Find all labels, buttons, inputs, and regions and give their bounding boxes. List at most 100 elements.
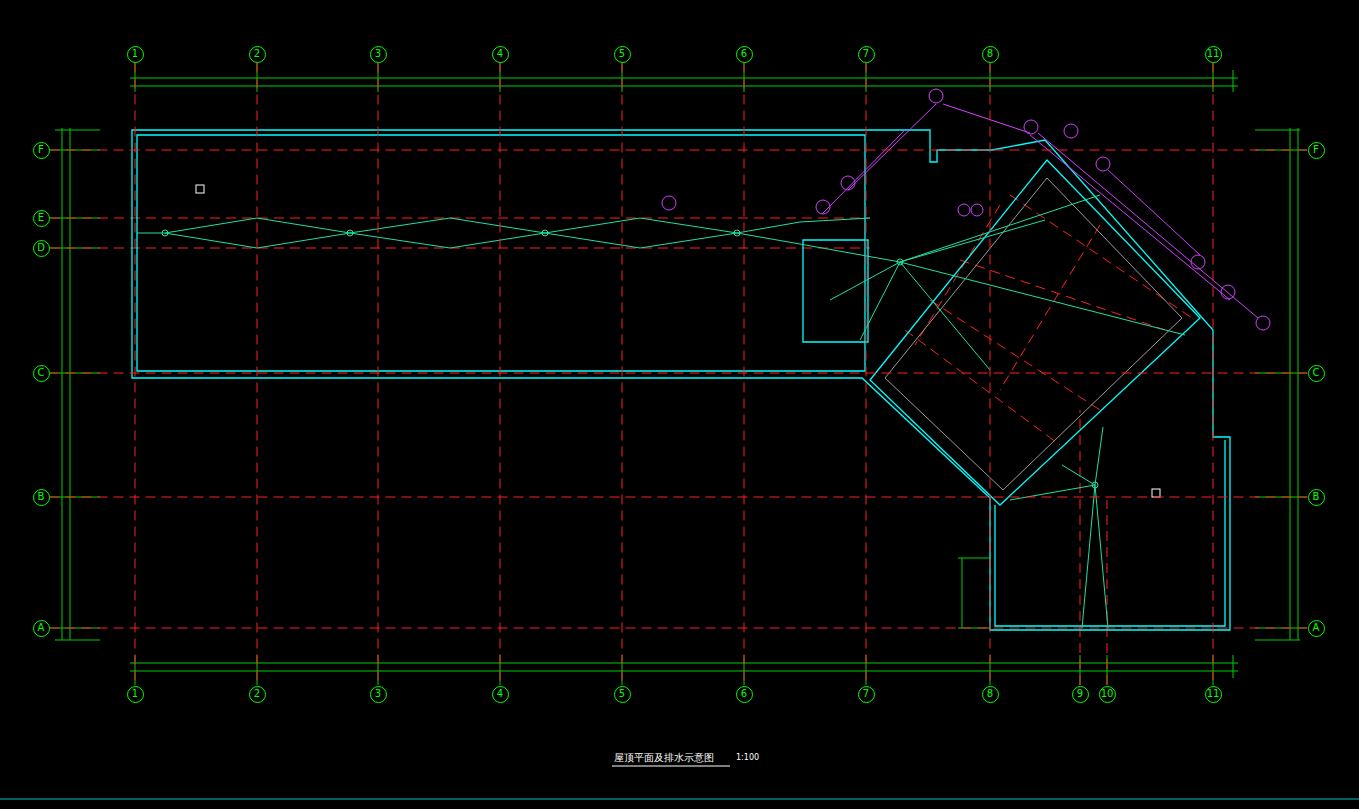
axis-line-stroke (622, 63, 623, 686)
axis-number: B (38, 492, 45, 502)
roof-hatch-symbol (196, 185, 204, 193)
parapet-inner (137, 135, 865, 371)
left-dimension-line (50, 128, 100, 640)
rotated-axis-bubble (816, 200, 830, 214)
roof-hatch-symbol (1152, 489, 1160, 497)
rotated-axis-bubble (1191, 255, 1205, 269)
ridge-line (137, 218, 900, 262)
axis-bubble: 2 (249, 46, 266, 63)
rotated-axis-bubble (841, 176, 855, 190)
axis-line-stroke (866, 63, 867, 686)
axis-number: 5 (619, 49, 625, 59)
detail-callout (971, 204, 983, 216)
stair-room-outline (803, 240, 868, 342)
axis-bubble: 3 (370, 46, 387, 63)
axis-bubble: 3 (370, 686, 387, 703)
axis-line (50, 218, 1107, 685)
axis-bubble: 2 (249, 686, 266, 703)
scale-label: 1:100 (736, 753, 759, 762)
axis-bubble: 8 (982, 46, 999, 63)
rotated-axis-bubble (1096, 157, 1110, 171)
axis-number: 6 (741, 689, 747, 699)
axis-number: 1 (132, 49, 138, 59)
axis-number: 4 (497, 49, 503, 59)
rotated-axis-bubble (1064, 124, 1078, 138)
rotated-roof-inner (885, 178, 1182, 490)
axis-number: 8 (987, 49, 993, 59)
lower-roof-edge (995, 440, 1225, 626)
roof-hatch (196, 185, 1160, 497)
axis-line (50, 150, 1308, 151)
axis-line-stroke (500, 63, 501, 686)
axis-number: 8 (987, 689, 993, 699)
detail-callout (958, 204, 970, 216)
roof-drain (542, 230, 548, 236)
axis-bubble: 9 (1072, 686, 1089, 703)
axis-bubble: 5 (614, 46, 631, 63)
axis-number: 7 (863, 49, 869, 59)
axis-line (50, 373, 1308, 374)
axis-line (378, 63, 379, 686)
axis-line (744, 63, 745, 686)
axis-number: A (38, 623, 45, 633)
axis-line (257, 63, 258, 686)
dimension-lines (50, 63, 1307, 685)
axis-bubble: 8 (982, 686, 999, 703)
axis-line (50, 628, 1308, 629)
axis-number: 2 (254, 49, 260, 59)
axis-bubble: 4 (492, 686, 509, 703)
axis-bubble: F (1308, 142, 1325, 159)
axis-line-stroke (50, 150, 1308, 151)
lower-drainage (1010, 427, 1108, 628)
axis-line-stroke (1213, 63, 1214, 686)
axis-number: F (38, 145, 44, 155)
axis-bubble: B (33, 489, 50, 506)
roof-drain (897, 259, 903, 265)
axis-bubble: 7 (858, 686, 875, 703)
right-dimension-line (1255, 128, 1307, 640)
detail-callout (662, 196, 676, 210)
axis-bubble: 6 (736, 46, 753, 63)
axis-line (1213, 63, 1214, 686)
sheet-border (0, 799, 1359, 800)
axis-number: C (38, 368, 45, 378)
axis-bubble: F (33, 142, 50, 159)
axis-number: 3 (375, 689, 381, 699)
axis-number: A (1313, 623, 1320, 633)
axis-line-stroke (744, 63, 745, 686)
drainage-lines (137, 195, 1185, 628)
axis-line-stroke (990, 63, 991, 686)
drawing-title: 屋顶平面及排水示意图 (614, 751, 714, 765)
axis-number: 4 (497, 689, 503, 699)
axis-line-stroke (50, 628, 1308, 629)
axis-number: 9 (1077, 689, 1083, 699)
axis-bubble: C (33, 365, 50, 382)
level-bracket (958, 558, 990, 628)
axis-line-stroke (257, 63, 258, 686)
axis-line (50, 497, 1308, 498)
axis-bubble: 1 (127, 46, 144, 63)
axis-bubble: 7 (858, 46, 875, 63)
axis-number: E (38, 213, 44, 223)
axis-line (990, 63, 991, 686)
rotated-axis-bubble (929, 89, 943, 103)
rotated-axis-bubble (1221, 285, 1235, 299)
axis-bubble: A (33, 620, 50, 637)
axis-line (135, 63, 136, 686)
axis-bubble: C (1308, 365, 1325, 382)
axis-number: F (1313, 145, 1319, 155)
rotated-drainage (830, 195, 1185, 370)
roof-outline (132, 130, 1230, 630)
axis-bubble: 5 (614, 686, 631, 703)
axis-number: D (37, 243, 45, 253)
axis-line (500, 63, 501, 686)
axis-number: 7 (863, 689, 869, 699)
axis-line-stroke (50, 373, 1308, 374)
axis-bubble: 11 (1205, 46, 1222, 63)
rotated-axis-dimensions (662, 89, 1270, 330)
axis-bubble: 11 (1205, 686, 1222, 703)
axis-bubble: A (1308, 620, 1325, 637)
